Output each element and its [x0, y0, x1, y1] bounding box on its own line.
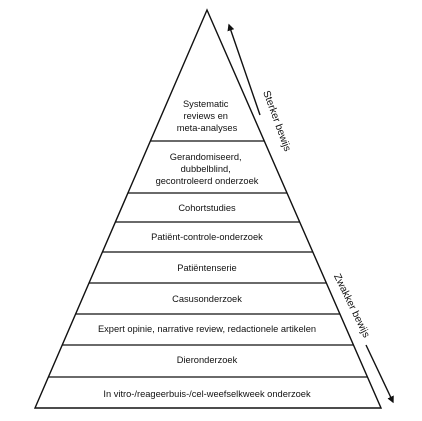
pyramid-outline	[33, 8, 383, 409]
level-label-rct: Gerandomiseerd, dubbelblind, gecontrolee…	[156, 152, 259, 186]
level-label-casusonderzoek: Casusonderzoek	[172, 294, 242, 304]
weaker-evidence-arrow	[365, 344, 394, 404]
level-label-patient-controle: Patiënt-controle-onderzoek	[151, 232, 263, 242]
level-label-expert-opinie: Expert opinie, narrative review, redacti…	[98, 324, 316, 334]
pyramid-level-labels: Systematic reviews en meta-analyses Gera…	[98, 99, 316, 399]
level-label-patientenserie: Patiëntenserie	[177, 263, 236, 273]
level-label-dieronderzoek: Dieronderzoek	[177, 355, 238, 365]
level-label-systematic-reviews: Systematic reviews en meta-analyses	[177, 99, 238, 133]
pyramid-dividers	[48, 140, 368, 378]
level-label-cohortstudies: Cohortstudies	[178, 203, 236, 213]
level-label-in-vitro: In vitro-/reageerbuis-/cel-weefselkweek …	[103, 389, 311, 399]
stronger-evidence-arrow	[227, 23, 261, 116]
